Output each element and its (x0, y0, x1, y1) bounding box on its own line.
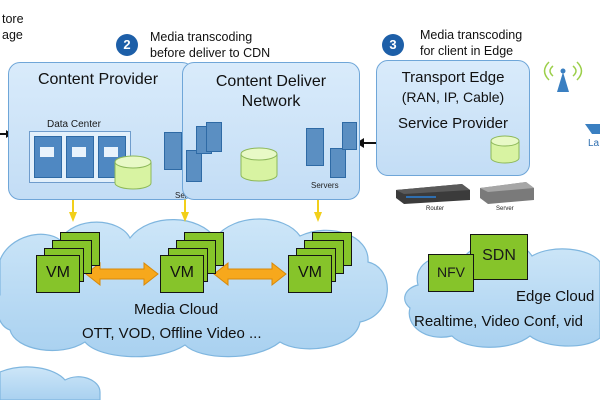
double-arrow-icon (85, 261, 159, 287)
database-cylinder-icon (240, 147, 278, 182)
server-icon (206, 122, 222, 152)
step-2-line2: before deliver to CDN (150, 46, 271, 60)
double-arrow-icon (213, 261, 287, 287)
cdn-title-line2: Network (241, 93, 301, 110)
right-edge-panel (585, 124, 600, 134)
server-icon (342, 122, 357, 150)
media-cloud-title: Media Cloud (134, 301, 219, 318)
edge-cloud-subtitle: Realtime, Video Conf, vid (414, 313, 583, 330)
step-2-line1: Media transcoding (150, 30, 253, 44)
server-icon (164, 132, 182, 170)
cdn-title-line1: Content Deliver (215, 73, 327, 90)
transport-edge-title-line2: (RAN, IP, Cable) (401, 89, 505, 105)
server-icon (306, 128, 324, 166)
router-icon (396, 184, 470, 204)
vm-box: VM (288, 255, 332, 293)
partial-cloud-shape (0, 366, 101, 400)
content-provider-title: Content Provider (37, 71, 159, 88)
vm-box: VM (160, 255, 204, 293)
server-icon (186, 150, 202, 182)
edge-cloud-title: Edge Cloud (516, 288, 595, 305)
server-icon (66, 136, 94, 178)
server-icon (330, 148, 346, 178)
nfv-box: NFV (428, 254, 474, 292)
database-cylinder-icon (490, 135, 520, 164)
step-3-line2: for client in Edge (420, 44, 514, 58)
database-cylinder-icon (114, 155, 152, 190)
server-icon (34, 136, 62, 178)
transport-edge-panel: Transport Edge (RAN, IP, Cable) Service … (376, 60, 530, 176)
sdn-box: SDN (470, 234, 528, 280)
antenna-icon (543, 61, 583, 92)
step-3-badge: 3 (382, 34, 404, 56)
router-label: Router (426, 206, 445, 212)
server-label: Server (496, 206, 514, 212)
transport-edge-title-line3: Service Provider (397, 115, 509, 132)
server-hardware-icon (480, 182, 534, 204)
step-2-badge: 2 (116, 34, 138, 56)
step-3-line1: Media transcoding (420, 28, 523, 42)
data-center-label: Data Center (47, 119, 101, 130)
right-edge-label: La (588, 138, 600, 149)
top-left-callout-line2: age (2, 28, 23, 42)
content-provider-panel: Content Provider Data Center Servers (8, 62, 203, 200)
vm-box: VM (36, 255, 80, 293)
data-center-box (29, 131, 131, 183)
transport-edge-title-line1: Transport Edge (401, 69, 505, 86)
cdn-servers-label: Servers (311, 181, 339, 190)
media-cloud-subtitle: OTT, VOD, Offline Video ... (82, 325, 262, 342)
top-left-callout-line1: tore (2, 12, 24, 26)
